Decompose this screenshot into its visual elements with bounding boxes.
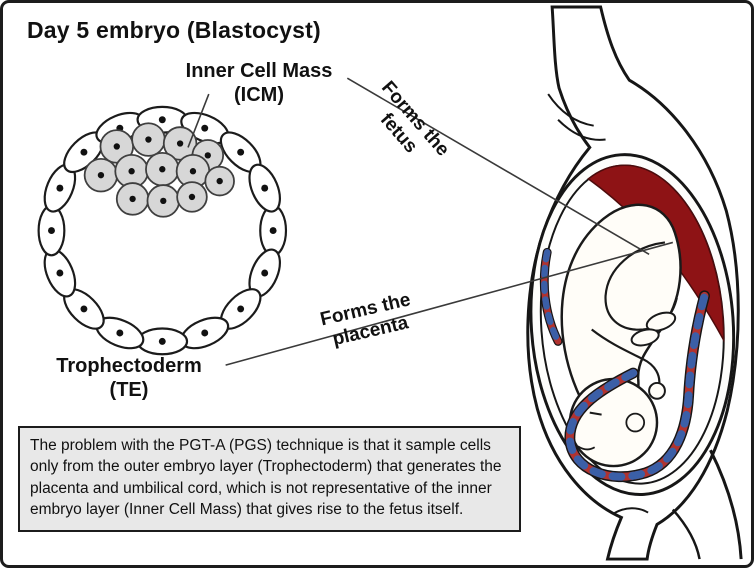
cervix-detail-line — [612, 507, 649, 515]
figure-title: Day 5 embryo (Blastocyst) — [27, 17, 321, 43]
fetus-drawing — [560, 203, 682, 468]
umbilical-cord-back — [539, 247, 563, 346]
note-text: The problem with the PGT-A (PGS) techniq… — [30, 437, 502, 519]
fetus-foot — [630, 328, 660, 347]
fetus-foot — [645, 311, 677, 332]
fetus-eye — [589, 411, 602, 416]
te-label-line2: (TE) — [109, 379, 149, 402]
uterus-drawing — [526, 5, 743, 561]
icm-label-line2: (ICM) — [234, 84, 284, 107]
fetus-ear — [625, 412, 646, 433]
trophectoderm-nuclei — [48, 116, 277, 345]
te-to-placenta-line — [225, 241, 674, 366]
fetus-hand — [648, 381, 666, 400]
icm-nuclei — [97, 136, 223, 205]
icm-to-fetus-line — [346, 77, 650, 256]
trophectoderm-label: Trophectoderm (TE) — [31, 354, 227, 403]
connector-lines — [187, 77, 674, 366]
umbilical-cord — [564, 290, 710, 482]
fundus-detail-line — [557, 119, 606, 141]
diagram-canvas — [37, 5, 743, 561]
uterus-wall-line — [709, 449, 743, 560]
icm-label-line1: Inner Cell Mass — [185, 60, 333, 82]
icm-label: Inner Cell Mass (ICM) — [166, 59, 352, 108]
fetus-mouth — [577, 445, 596, 451]
fundus-detail-line — [547, 93, 594, 127]
uterus-wall-line — [671, 508, 701, 560]
fetus-arm — [591, 328, 661, 388]
blastocyst-diagram — [37, 105, 288, 356]
note-box: The problem with the PGT-A (PGS) techniq… — [18, 426, 521, 532]
fetus-body — [560, 203, 682, 406]
icm-pointer-line — [187, 93, 210, 148]
te-label-line1: Trophectoderm — [56, 355, 202, 377]
